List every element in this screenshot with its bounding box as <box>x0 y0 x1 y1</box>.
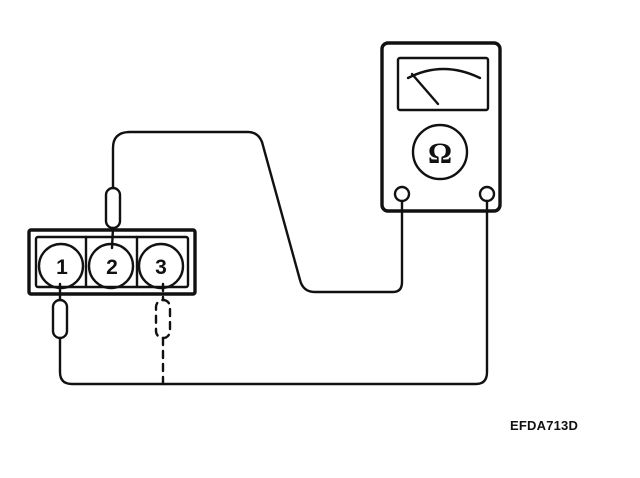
ohmmeter-scale-arc <box>406 67 482 80</box>
connector: 1 2 3 <box>27 228 197 296</box>
pin-label-3: 3 <box>155 256 167 279</box>
ohmmeter-case <box>380 41 502 213</box>
probe-pin-3-alternate <box>154 282 172 340</box>
ohm-symbol: Ω <box>428 137 452 170</box>
ohmmeter-terminal-right <box>478 185 496 203</box>
connector-pin-3 <box>137 242 185 290</box>
ohmmeter: Ω <box>380 41 502 213</box>
pin-label-1: 1 <box>56 256 68 279</box>
probe-pin-2 <box>104 186 122 250</box>
ohmmeter-display-window <box>396 56 490 112</box>
probe-tip <box>154 298 172 340</box>
pin-label-2: 2 <box>106 256 118 279</box>
probe-tip <box>104 186 122 230</box>
test-lead-pin-2-to-meter <box>111 130 404 294</box>
ohmmeter-needle <box>410 72 440 106</box>
probe-tip <box>51 298 69 340</box>
figure-code: EFDA713D <box>510 418 579 433</box>
ohmmeter-terminal-left <box>393 185 411 203</box>
probe-pin-1 <box>51 282 69 340</box>
probe-needle <box>110 226 115 250</box>
ohmmeter-range-dial <box>411 123 469 181</box>
test-lead-pin-1-to-meter <box>58 199 489 386</box>
